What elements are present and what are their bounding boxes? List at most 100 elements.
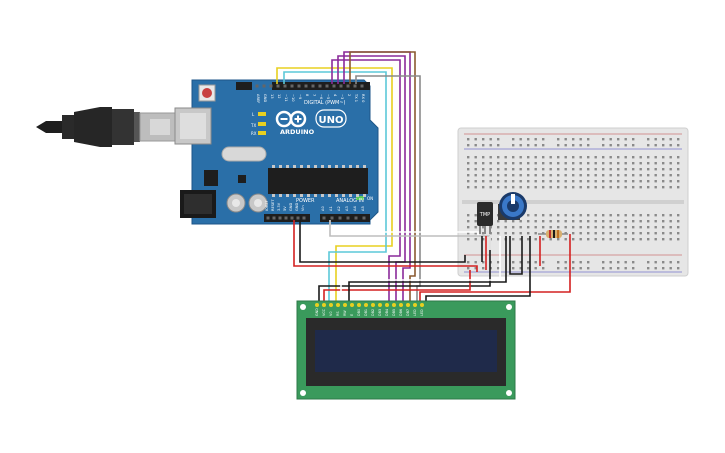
header-pin[interactable] (266, 216, 270, 220)
lcd-pin-label: RS (336, 311, 340, 316)
lcd-pin-label: DB3 (378, 309, 382, 316)
lcd-pin-label: VCC (322, 308, 326, 316)
pin-label: ~6 (319, 94, 323, 100)
lcd-pin-label: GND (315, 308, 319, 316)
wire-yellow (276, 67, 393, 301)
lcd-pin-label: DB1 (364, 309, 368, 316)
lcd-pin[interactable] (322, 303, 326, 307)
lcd-pin[interactable] (315, 303, 319, 307)
pin-label: 7 (312, 94, 316, 96)
analog-header (320, 214, 370, 222)
lcd-pin[interactable] (392, 303, 396, 307)
pin-label: GND (263, 94, 267, 102)
breadboard[interactable] (457, 127, 689, 277)
lcd-pin-label: E (350, 314, 354, 316)
header-pin[interactable] (283, 84, 287, 88)
lcd-pin-label: DB7 (406, 309, 410, 316)
header-pin[interactable] (360, 84, 364, 88)
pin-label: ~5 (326, 94, 330, 99)
lcd-pin[interactable] (343, 303, 347, 307)
arduino-logo (275, 110, 307, 128)
pin-label: A1 (329, 206, 333, 211)
lcd-pin[interactable] (399, 303, 403, 307)
header-pin[interactable] (269, 84, 273, 88)
wires (276, 51, 571, 301)
header-pin[interactable] (322, 216, 326, 220)
lcd-pin[interactable] (420, 303, 424, 307)
wire-gray-a0 (329, 220, 490, 237)
header-pin[interactable] (284, 216, 288, 220)
header-pin[interactable] (296, 216, 300, 220)
pin-label: AREF (256, 94, 260, 103)
header-pin[interactable] (255, 84, 259, 88)
header-pin[interactable] (272, 216, 276, 220)
l-label: L (252, 112, 255, 117)
lcd-pin[interactable] (378, 303, 382, 307)
rx-label: RX (251, 131, 257, 136)
header-pin[interactable] (332, 84, 336, 88)
lcd-pin[interactable] (406, 303, 410, 307)
usb-cable-icon[interactable] (36, 107, 177, 147)
header-pin[interactable] (302, 216, 306, 220)
pin-label: Vin (301, 205, 305, 211)
header-pin[interactable] (330, 216, 334, 220)
header-pin[interactable] (276, 84, 280, 88)
pin-label: 3.3V (277, 202, 281, 211)
header-pin[interactable] (297, 84, 301, 88)
lcd-pin[interactable] (357, 303, 361, 307)
on-label: ON (367, 196, 373, 201)
potentiometer-icon[interactable] (498, 192, 527, 220)
resistor-icon[interactable] (538, 230, 568, 238)
header-pin[interactable] (304, 84, 308, 88)
wire-red-5v (293, 220, 478, 272)
header-pin[interactable] (278, 216, 282, 220)
pin-label: RESET (271, 199, 275, 211)
lcd-pin[interactable] (350, 303, 354, 307)
lcd-pin-label: LED (413, 309, 417, 316)
header-pin[interactable] (311, 84, 315, 88)
arduino-model-label: UNO (319, 115, 344, 126)
power-label: POWER (296, 198, 315, 204)
lcd-pin[interactable] (371, 303, 375, 307)
pin-label: RX 0 (361, 94, 365, 103)
pin-label: TX 1 (354, 93, 358, 102)
pin-label: 2 (347, 94, 351, 96)
header-pin[interactable] (339, 84, 343, 88)
pin-label: A5 (361, 206, 365, 211)
lcd-pin-label: DB5 (392, 309, 396, 316)
pin-label: IOREF (265, 200, 269, 211)
sensor-label: TMP (479, 212, 490, 218)
header-pin[interactable] (354, 216, 358, 220)
header-pin[interactable] (262, 84, 266, 88)
header-pin[interactable] (346, 216, 350, 220)
pin-label: 8 (305, 94, 309, 97)
header-pin[interactable] (338, 216, 342, 220)
lcd-pin[interactable] (364, 303, 368, 307)
pin-label: A4 (353, 206, 357, 211)
lcd-pin[interactable] (385, 303, 389, 307)
header-pin[interactable] (325, 84, 329, 88)
header-pin[interactable] (290, 216, 294, 220)
wire-cyan (283, 71, 387, 301)
lcd-pin[interactable] (413, 303, 417, 307)
lcd-pin-label: DB0 (357, 309, 361, 316)
pin-label: GND (295, 203, 299, 211)
header-pin[interactable] (353, 84, 357, 88)
temperature-sensor-icon[interactable]: TMP (477, 202, 493, 234)
wire-black-gnd (299, 220, 466, 263)
header-pin[interactable] (346, 84, 350, 88)
lcd-pin-label: RW (343, 310, 347, 316)
header-pin[interactable] (290, 84, 294, 88)
lcd-pin[interactable] (329, 303, 333, 307)
header-pin[interactable] (318, 84, 322, 88)
header-pin[interactable] (362, 216, 366, 220)
wire-purple-1 (331, 59, 401, 301)
lcd-pin[interactable] (336, 303, 340, 307)
pin-label: ~9 (298, 94, 302, 100)
